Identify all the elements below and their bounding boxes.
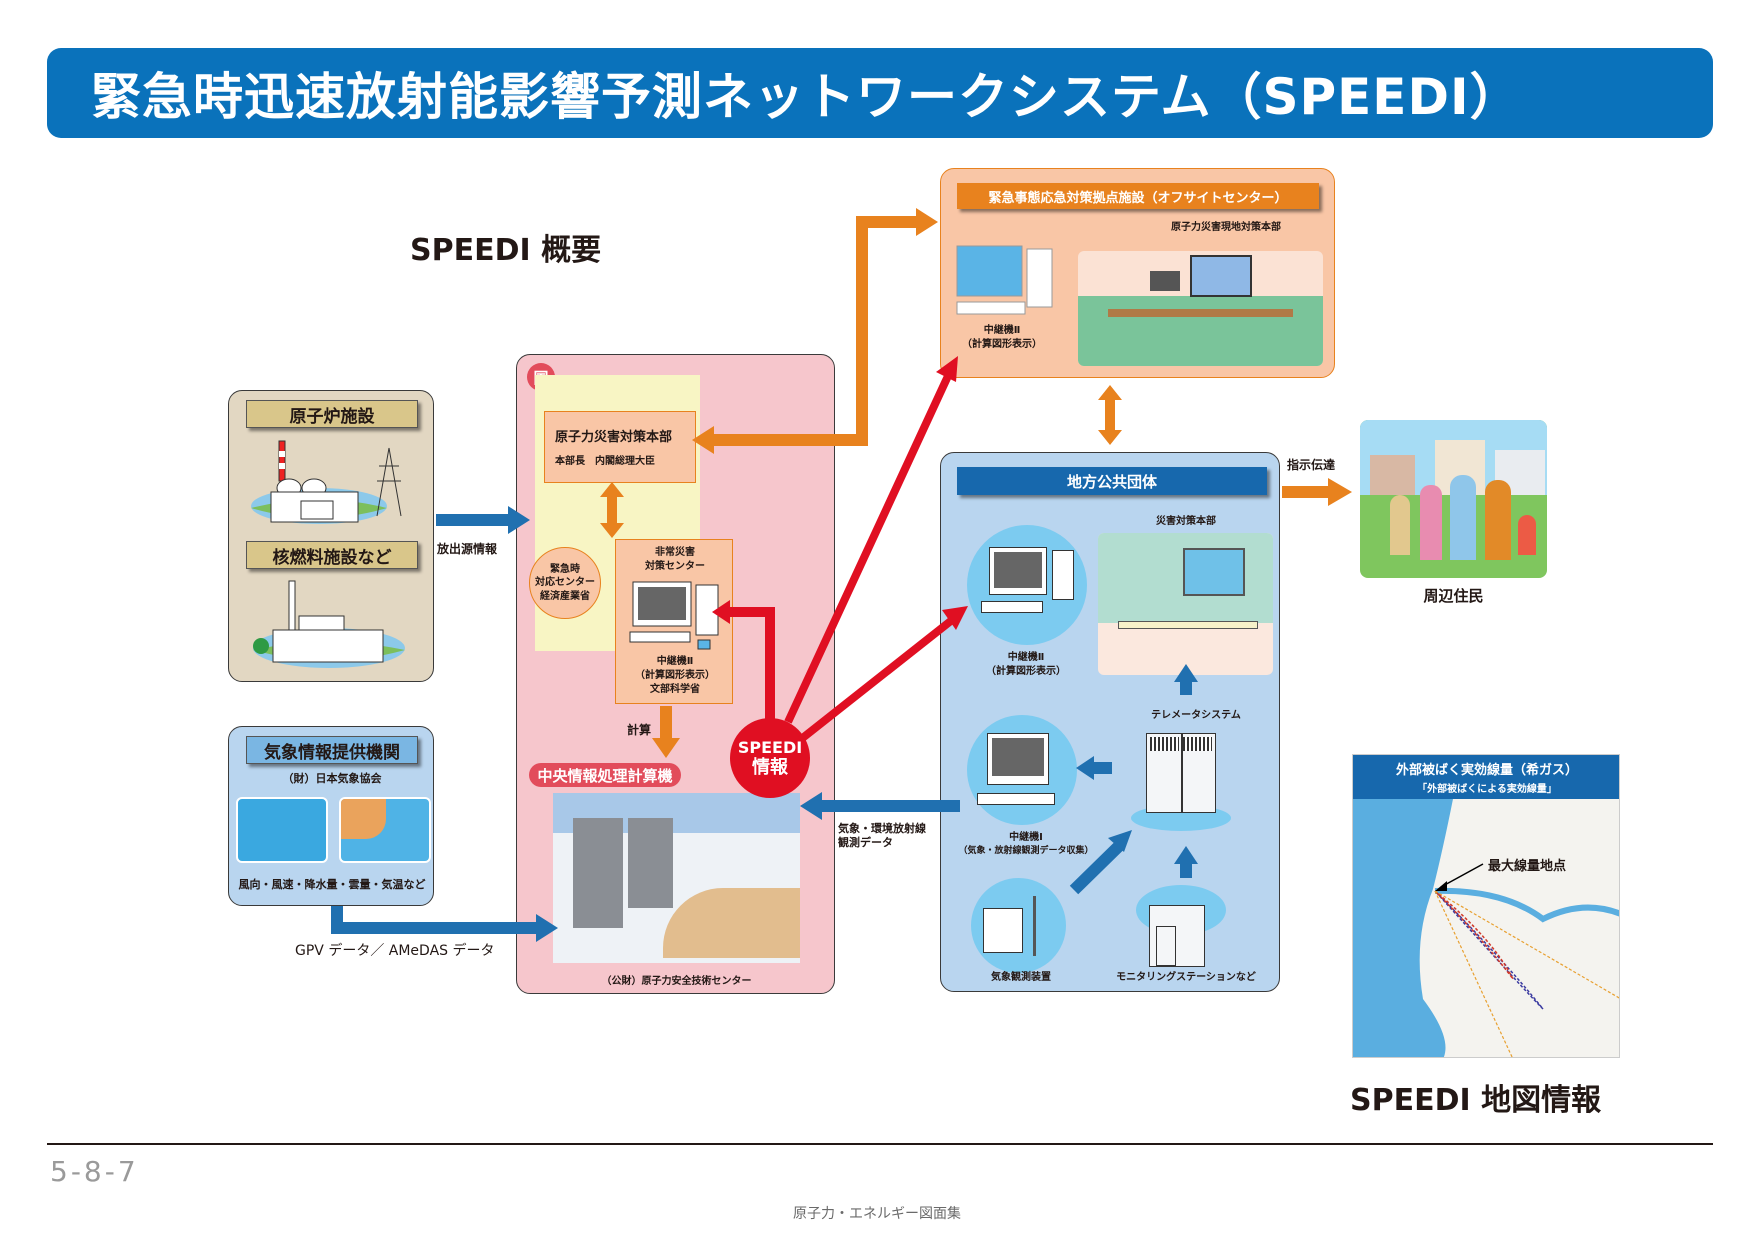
facilities-panel: 原子炉施設 核燃料施設など — [228, 390, 434, 682]
relay2-computer-icon — [967, 525, 1087, 645]
map-section-title: SPEEDI 地図情報 — [1350, 1083, 1602, 1118]
footer-divider — [47, 1143, 1713, 1145]
meti-line2: 対応センター — [535, 577, 595, 589]
monitoring-station-icon — [1149, 905, 1205, 967]
observation-label-line1: 気象・環境放射線 — [838, 822, 926, 835]
monitoring-label: モニタリングステーションなど — [1116, 972, 1256, 983]
speedi-badge-line1: SPEEDI — [737, 737, 803, 757]
disaster-hq-label: 災害対策本部 — [1156, 516, 1216, 527]
page-title: 緊急時迅速放射能影響予測ネットワークシステム（SPEEDI） — [47, 48, 1713, 138]
disaster-hq-illustration — [1098, 533, 1273, 675]
relay1-line2: （気象・放射線観測データ収集） — [958, 846, 1094, 856]
source-info-label: 放出源情報 — [437, 542, 498, 556]
calc-label: 計算 — [627, 723, 652, 737]
relay-line3: 文部科学省 — [650, 684, 700, 695]
central-computer-label: 中央情報処理計算機 — [529, 763, 681, 787]
reactor-facility-label: 原子炉施設 — [246, 400, 418, 428]
telemeter-system-icon — [1146, 733, 1216, 813]
local-government-panel: 地方公共団体 災害対策本部 中継機Ⅱ （計算図形表示） テレメータシステム 中継… — [940, 452, 1280, 992]
japan-map-thumbnail — [236, 797, 328, 863]
local-gov-title: 地方公共団体 — [957, 467, 1267, 495]
emergency-line2: 対策センター — [645, 561, 705, 572]
computer-icon — [629, 581, 719, 650]
weather-items: 風向・風速・降水量・雲量・気温など — [238, 878, 426, 891]
offsite-title: 緊急事態応急対策拠点施設（オフサイトセンター） — [957, 183, 1319, 209]
emergency-center-box: 非常災害 対策センター 中継機Ⅱ （計算図形表示） 文部科学省 — [615, 539, 733, 704]
weather-provider-title: 気象情報提供機関 — [246, 736, 418, 764]
offsite-computer-icon — [956, 245, 1053, 315]
weather-device-icon — [971, 878, 1066, 973]
relay1-computer-icon — [967, 715, 1077, 825]
dose-contour-red — [1434, 890, 1514, 980]
meeting-room-illustration — [1078, 251, 1323, 366]
computer-room-illustration — [553, 793, 800, 963]
hq-title: 原子力災害対策本部 — [555, 430, 673, 445]
residents-label: 周辺住民 — [1423, 587, 1484, 605]
fuel-facility-label: 核燃料施設など — [246, 541, 418, 569]
page-number: 5-8-7 — [50, 1155, 139, 1188]
gpv-data-arrow — [331, 906, 538, 934]
map-subtitle: 「外部被ばくによる実効線量」 — [1417, 784, 1557, 795]
max-dose-point-label: 最大線量地点 — [1488, 859, 1567, 874]
emergency-line1: 非常災害 — [655, 547, 695, 558]
meti-center-circle: 緊急時 対応センター 経済産業省 — [529, 547, 601, 619]
relay1-line1: 中継機Ⅰ — [1009, 832, 1043, 843]
weather-map-thumbnail — [339, 797, 431, 863]
nuclear-disaster-hq-box: 原子力災害対策本部 本部長 内閣総理大臣 — [544, 411, 696, 483]
national-panel: 国 原子力災害対策本部 本部長 内閣総理大臣 緊急時 対応センター 経済産業省 … — [516, 354, 835, 994]
center-name: （公財）原子力安全技術センター — [601, 976, 752, 987]
observation-label-line2: 観測データ — [838, 836, 893, 849]
relay2-line1: 中継機Ⅱ — [1007, 652, 1045, 663]
dose-map: 外部被ばく実効線量（希ガス） 「外部被ばくによる実効線量」 最大線量地点 — [1352, 754, 1620, 1058]
dose-contour-orange — [1434, 890, 1619, 1057]
overview-title: SPEEDI 概要 — [410, 233, 602, 268]
meti-line3: 経済産業省 — [540, 590, 590, 602]
relay-line1: 中継機Ⅱ — [656, 656, 694, 667]
relay-line2: （計算図形表示） — [635, 670, 715, 681]
weather-org: （財）日本気象協会 — [282, 772, 382, 785]
offsite-relay-line1: 中継機Ⅱ — [983, 325, 1021, 336]
offsite-center-panel: 緊急事態応急対策拠点施設（オフサイトセンター） 原子力災害現地対策本部 中継機Ⅱ… — [940, 168, 1335, 378]
speedi-badge-line2: 情報 — [752, 756, 788, 778]
speedi-info-badge: SPEEDI 情報 — [730, 718, 810, 798]
hq-sub: 本部長 内閣総理大臣 — [555, 456, 655, 467]
offsite-relay-line2: （計算図形表示） — [962, 339, 1042, 350]
weather-provider-panel: 気象情報提供機関 （財）日本気象協会 風向・風速・降水量・雲量・気温など — [228, 726, 434, 906]
reactor-plant-icon — [251, 440, 402, 524]
telemeter-label: テレメータシステム — [1151, 710, 1241, 721]
relay2-line2: （計算図形表示） — [986, 666, 1066, 677]
weather-device-label: 気象観測装置 — [991, 972, 1051, 983]
meti-line1: 緊急時 — [550, 563, 580, 575]
residents-illustration — [1360, 420, 1547, 578]
instruction-label: 指示伝達 — [1287, 458, 1336, 472]
map-header: 外部被ばく実効線量（希ガス） 「外部被ばくによる実効線量」 — [1353, 755, 1619, 799]
offsite-to-hq-arrow — [856, 216, 918, 446]
map-title: 外部被ばく実効線量（希ガス） — [1395, 763, 1578, 778]
fuel-plant-icon — [253, 580, 405, 668]
offsite-hq-label: 原子力災害現地対策本部 — [1171, 222, 1281, 233]
map-canvas — [1353, 799, 1619, 1057]
book-title: 原子力・エネルギー図面集 — [793, 1206, 961, 1222]
gpv-data-label: GPV データ／ AMeDAS データ — [295, 943, 495, 959]
